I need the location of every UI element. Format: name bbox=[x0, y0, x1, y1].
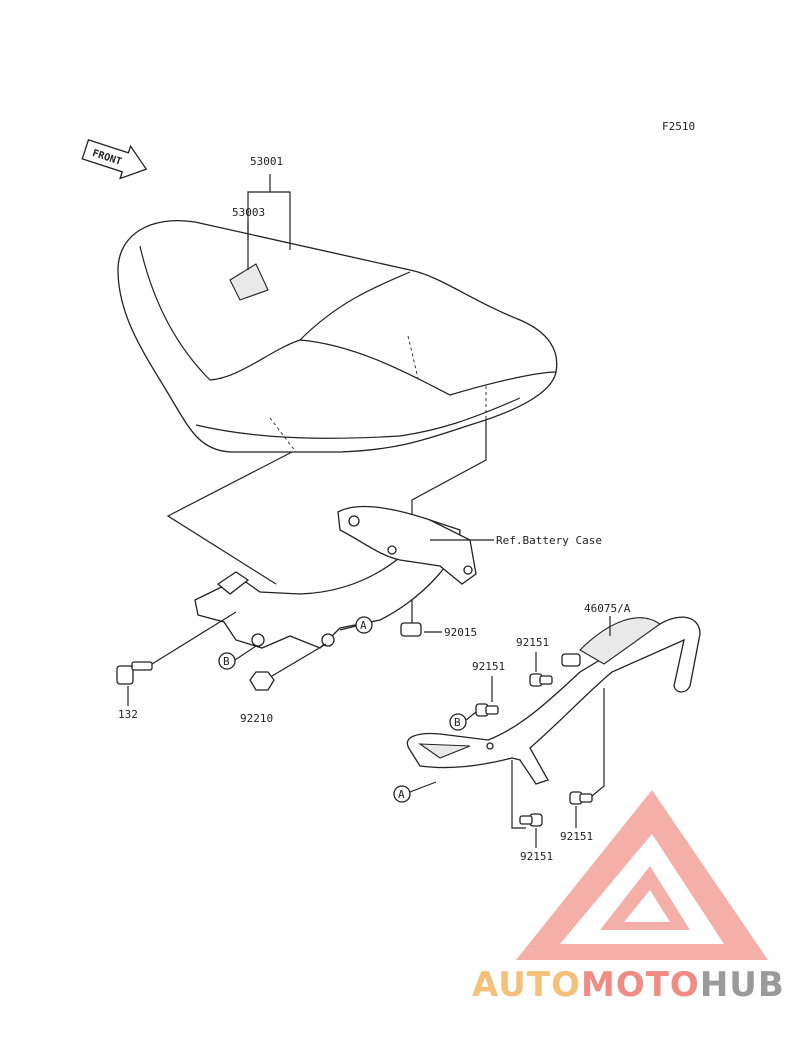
marker-b2: B bbox=[454, 716, 461, 729]
callout-92151-d: 92151 bbox=[520, 850, 553, 863]
watermark-logo-icon bbox=[516, 790, 768, 960]
leader-53001 bbox=[247, 174, 271, 240]
leader-53001b bbox=[270, 191, 291, 250]
callout-92151-c: 92151 bbox=[560, 830, 593, 843]
nut-92210-illustration bbox=[249, 671, 275, 691]
callout-53001: 53001 bbox=[250, 155, 283, 168]
bolt-92151-illustration-c bbox=[569, 791, 593, 805]
nut-92015-illustration bbox=[400, 622, 422, 637]
front-arrow-icon: FRONT bbox=[81, 139, 148, 180]
callout-53003: 53003 bbox=[232, 206, 265, 219]
watermark-moto: MOTO bbox=[581, 965, 700, 1005]
seat-illustration bbox=[117, 220, 558, 453]
bolt-92151-illustration-b bbox=[475, 703, 499, 717]
callout-92151-a: 92151 bbox=[516, 636, 549, 649]
bolt-132-illustration bbox=[116, 661, 153, 685]
callout-46075-a: 46075/A bbox=[584, 602, 631, 615]
watermark-text: AUTOMOTOHUB bbox=[472, 965, 785, 1005]
callout-132: 132 bbox=[118, 708, 138, 721]
bolt-92151-illustration-d bbox=[519, 813, 543, 827]
marker-b1: B bbox=[223, 655, 230, 668]
callout-ref-battery-case: Ref.Battery Case bbox=[496, 534, 602, 547]
callout-92151-b: 92151 bbox=[472, 660, 505, 673]
watermark-auto: AUTO bbox=[472, 965, 581, 1005]
callout-92210: 92210 bbox=[240, 712, 273, 725]
bolt-92151-illustration-a bbox=[529, 673, 553, 687]
diagram-code: F2510 bbox=[662, 120, 695, 133]
grab-bar-illustration bbox=[406, 616, 701, 785]
frame-bracket-illustration bbox=[194, 505, 477, 649]
watermark-hub: HUB bbox=[700, 965, 785, 1005]
callout-92015: 92015 bbox=[444, 626, 477, 639]
marker-a1: A bbox=[360, 619, 367, 632]
marker-a2: A bbox=[398, 788, 405, 801]
